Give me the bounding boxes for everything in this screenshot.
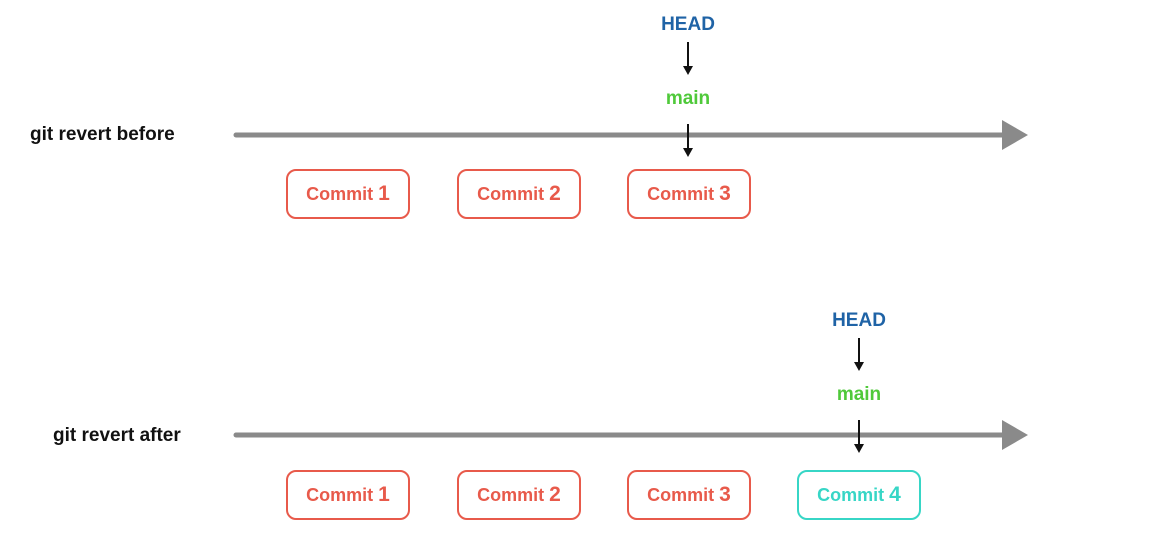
commit-word: Commit xyxy=(477,183,545,204)
before-branch-pointer-arrow xyxy=(683,124,693,157)
commit-number: 2 xyxy=(549,182,561,205)
commit-word: Commit xyxy=(817,484,885,505)
before-branch-label: main xyxy=(665,88,711,109)
after-row-label: git revert after xyxy=(53,425,181,446)
commit-word: Commit xyxy=(306,484,374,505)
after-head-pointer-arrow xyxy=(854,338,864,371)
before-head-pointer-arrow xyxy=(683,42,693,75)
commit-word: Commit xyxy=(647,484,715,505)
commit-number: 4 xyxy=(889,483,901,506)
commit-word: Commit xyxy=(647,183,715,204)
commit-word: Commit xyxy=(306,183,374,204)
commit-number: 2 xyxy=(549,483,561,506)
commit-number: 1 xyxy=(378,483,390,506)
commit-number: 3 xyxy=(719,483,731,506)
before-row-label: git revert before xyxy=(30,124,175,145)
commit-word: Commit xyxy=(477,484,545,505)
after-branch-label: main xyxy=(836,384,882,405)
commit-number: 1 xyxy=(378,182,390,205)
commit-number: 3 xyxy=(719,182,731,205)
after-branch-pointer-arrow xyxy=(854,420,864,453)
before-head-label: HEAD xyxy=(661,14,715,35)
after-head-label: HEAD xyxy=(832,310,886,331)
